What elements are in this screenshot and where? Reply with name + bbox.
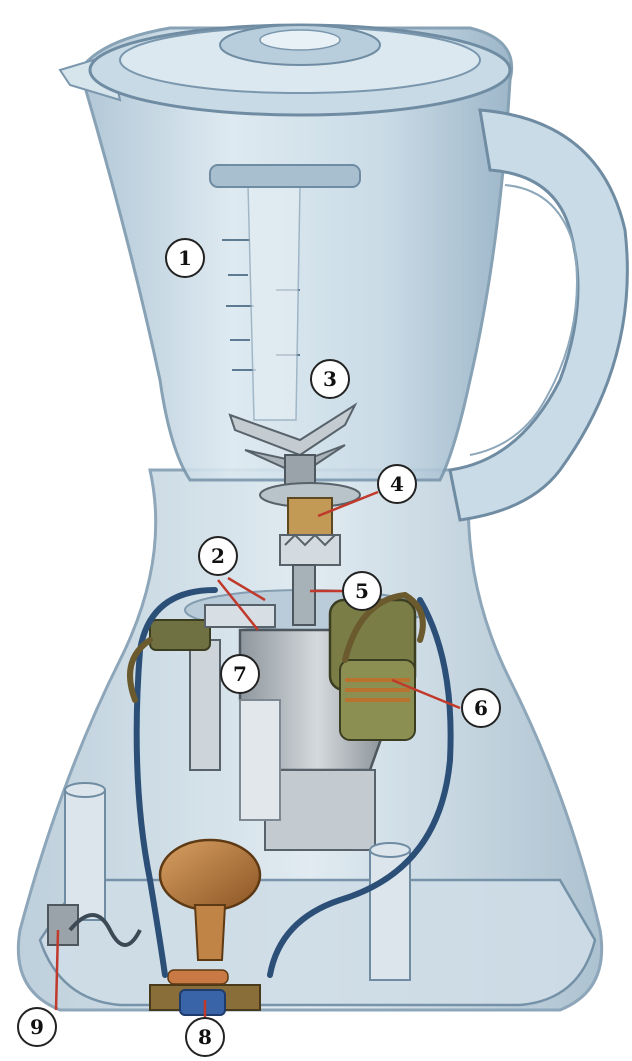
callout-4-label: 4 xyxy=(390,472,404,496)
callout-4: 4 xyxy=(378,465,416,503)
callout-2-label: 2 xyxy=(211,544,225,568)
callout-1: 1 xyxy=(166,239,204,277)
callout-6-label: 6 xyxy=(474,696,488,720)
callout-6: 6 xyxy=(462,689,500,727)
callout-7-label: 7 xyxy=(233,662,247,686)
callout-1-label: 1 xyxy=(178,246,192,270)
callout-8: 8 xyxy=(186,1018,224,1056)
callout-7: 7 xyxy=(221,655,259,693)
callout-3-label: 3 xyxy=(323,367,337,391)
callout-9-label: 9 xyxy=(30,1015,44,1039)
callout-9: 9 xyxy=(18,1008,56,1046)
callout-8-label: 8 xyxy=(198,1025,212,1049)
callout-3: 3 xyxy=(311,360,349,398)
callout-2: 2 xyxy=(199,537,237,575)
callout-5: 5 xyxy=(343,572,381,610)
callout-5-label: 5 xyxy=(355,579,369,603)
